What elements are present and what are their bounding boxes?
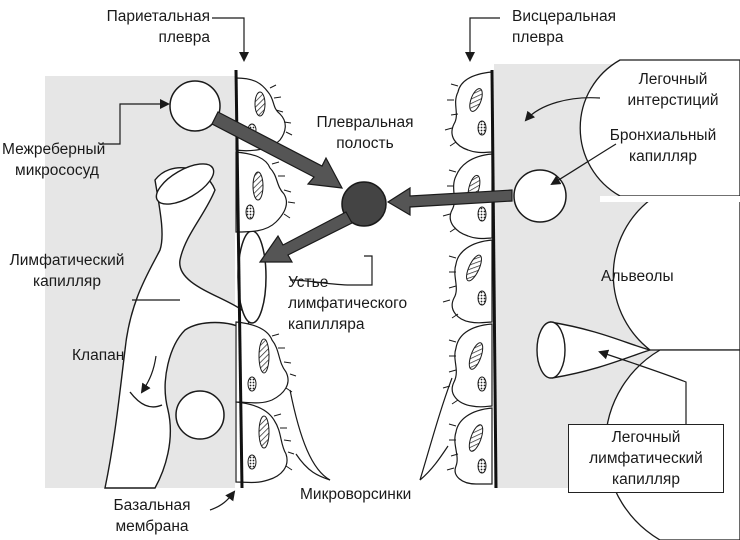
label-pulmonary-lymphatic-capillary-line1: Легочный — [611, 429, 681, 446]
label-basement-membrane-line2: мембрана — [115, 518, 189, 535]
label-pulmonary-lymphatic-capillary-line2: лимфатический — [589, 450, 703, 467]
leader-pulmonary-lymph — [598, 349, 687, 424]
label-lung-interstitium-line2: интерстиций — [627, 92, 719, 109]
pulmonary-lymph-capillary-opening — [536, 321, 566, 379]
valve-leaflet — [129, 391, 163, 408]
leader-microvessel — [100, 99, 170, 145]
visceral-nuclei — [466, 88, 487, 474]
leader-interstitium — [524, 97, 601, 122]
leader-bronchial — [550, 143, 617, 186]
label-lymphatic-capillary: Лимфатический капилляр — [8, 250, 126, 292]
label-valve: Клапан — [72, 345, 124, 366]
label-lymphatic-stoma-line2: лимфатического — [288, 295, 408, 312]
microvilli-bristles — [269, 83, 459, 471]
leader-microvilli-mid — [295, 453, 331, 481]
label-bronchial-capillary-line2: капилляр — [629, 148, 697, 165]
label-bronchial-capillary: Бронхиальный капилляр — [598, 125, 728, 167]
label-lung-interstitium-line1: Легочный — [638, 71, 708, 88]
label-visceral-pleura-line1: Висцеральная — [512, 8, 617, 25]
label-visceral-pleura: Висцеральная плевра — [512, 6, 616, 48]
label-pleural-cavity-line2: полость — [336, 135, 394, 152]
label-parietal-pleura-line1: Париетальная — [106, 8, 210, 25]
label-alveoli: Альвеолы — [601, 266, 674, 287]
label-intercostal-microvessel: Межреберный микрососуд — [2, 139, 112, 181]
label-lymphatic-stoma-line3: капилляра — [288, 316, 365, 333]
lymphatic-stoma-opening — [237, 230, 267, 324]
flow-arrows — [211, 111, 513, 263]
intercostal-microvessel-circle — [169, 80, 221, 132]
leader-microvilli-left — [289, 389, 331, 481]
label-basement-membrane: Базальная мембрана — [92, 495, 212, 537]
label-intercostal-microvessel-line2: микрососуд — [15, 162, 99, 179]
label-valve-line1: Клапан — [72, 347, 125, 364]
label-basement-membrane-line1: Базальная — [113, 497, 191, 514]
visceral-basement-membrane — [490, 69, 498, 489]
label-alveoli-line1: Альвеолы — [601, 268, 674, 285]
pleural-cavity-node — [341, 181, 387, 227]
alveolus-1 — [579, 59, 740, 197]
leader-stoma — [289, 255, 373, 286]
leader-microvilli-r2 — [419, 445, 449, 481]
label-lung-interstitium: Легочный интерстиций — [612, 69, 734, 111]
label-visceral-pleura-line2: плевра — [512, 29, 564, 46]
arrow-bronchial-to-cavity — [386, 186, 513, 217]
label-pulmonary-lymphatic-capillary: Легочный лимфатический капилляр — [568, 424, 724, 493]
leader-visceral — [465, 17, 500, 62]
label-lymphatic-stoma: Устье лимфатического капилляра — [288, 272, 407, 335]
label-lymphatic-stoma-line1: Устье — [288, 274, 329, 291]
label-pleural-cavity: Плевральная полость — [300, 112, 430, 154]
second-microvessel-circle — [175, 390, 225, 440]
label-parietal-pleura-line2: плевра — [158, 29, 210, 46]
vessel-end-top — [155, 163, 215, 205]
label-lymphatic-capillary-line2: капилляр — [33, 273, 101, 290]
bronchial-capillary-circle — [513, 169, 567, 223]
label-lymphatic-capillary-line1: Лимфатический — [9, 252, 125, 269]
parietal-basement-membrane — [234, 69, 244, 489]
leader-basement — [209, 490, 236, 511]
label-pulmonary-lymphatic-capillary-line3: капилляр — [612, 471, 680, 488]
arrow-cavity-to-stoma — [258, 211, 353, 263]
label-microvilli: Микроворсинки — [300, 484, 411, 505]
label-bronchial-capillary-line1: Бронхиальный — [609, 127, 717, 144]
alveolus-2 — [612, 199, 740, 351]
label-pleural-cavity-line1: Плевральная — [316, 114, 414, 131]
leader-valve — [140, 355, 157, 394]
label-parietal-pleura: Париетальная плевра — [60, 6, 210, 48]
label-microvilli-line1: Микроворсинки — [300, 486, 412, 503]
leader-parietal — [212, 17, 249, 62]
leader-microvilli-r1 — [419, 377, 453, 481]
label-intercostal-microvessel-line1: Межреберный — [2, 141, 106, 158]
leader-lines — [100, 17, 687, 511]
arrow-microvessel-to-cavity — [211, 111, 344, 189]
